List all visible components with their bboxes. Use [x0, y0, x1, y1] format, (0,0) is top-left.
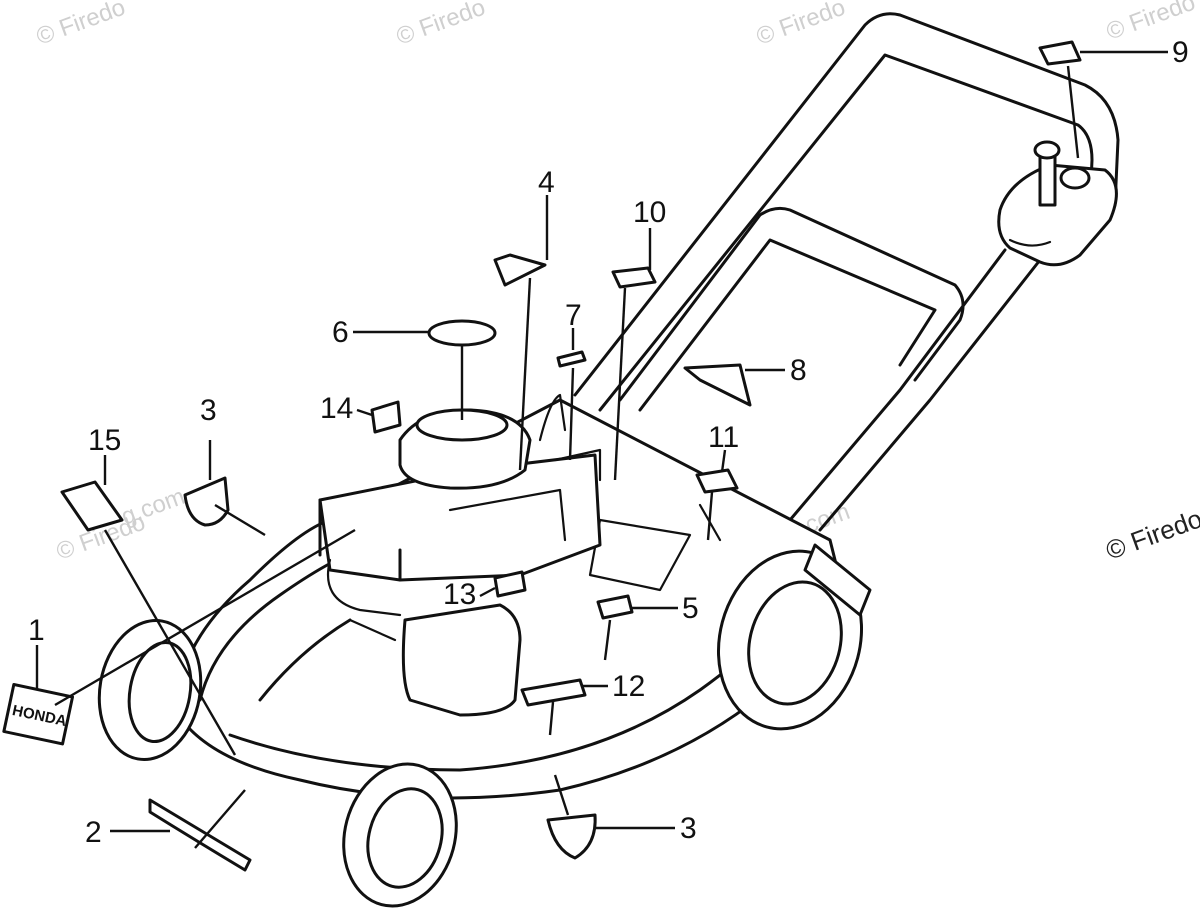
watermark-2: © Firedo	[393, 0, 489, 51]
decal-14	[370, 400, 402, 434]
handle	[573, 12, 1120, 532]
decal-honda: HONDA	[2, 683, 75, 746]
callout-13: 13	[443, 578, 476, 611]
decal-10	[611, 266, 657, 289]
callout-5: 5	[682, 592, 699, 625]
decal-8	[683, 363, 752, 407]
callout-labels: 1 2 3 3 4 5 6 7 8 9 10 11 12 13 14 15	[28, 36, 1189, 849]
callout-2: 2	[85, 816, 102, 849]
callout-1: 1	[28, 614, 45, 647]
callout-11: 11	[708, 421, 739, 454]
callout-10: 10	[633, 196, 666, 229]
watermark-8: © Firedog	[1102, 498, 1200, 565]
decal-13	[493, 570, 527, 598]
decal-3-left	[183, 476, 230, 527]
callout-6: 6	[332, 316, 349, 349]
decal-3-bottom	[546, 813, 597, 860]
watermark-3: © Firedo	[753, 0, 849, 51]
callout-7: 7	[565, 299, 582, 332]
watermark-1: © Firedo	[33, 0, 129, 51]
callout-12: 12	[612, 670, 645, 703]
decal-7	[556, 350, 587, 368]
decal-2	[148, 798, 252, 872]
decal-9	[1038, 40, 1082, 66]
decal-5	[596, 594, 634, 620]
callout-8: 8	[790, 354, 807, 387]
decal-12	[520, 678, 587, 707]
callout-3-bottom: 3	[680, 812, 697, 845]
callout-15: 15	[88, 424, 121, 457]
decal-15	[60, 480, 124, 532]
callout-3-left: 3	[200, 394, 217, 427]
decal-4	[493, 253, 547, 287]
callout-14: 14	[320, 392, 353, 425]
decal-11	[695, 468, 739, 494]
decal-6	[427, 319, 497, 347]
watermark-6: g.com	[118, 483, 189, 531]
callout-9: 9	[1172, 36, 1189, 69]
leader-lines	[35, 50, 1168, 849]
wheels	[97, 543, 872, 908]
callout-4: 4	[538, 166, 555, 199]
